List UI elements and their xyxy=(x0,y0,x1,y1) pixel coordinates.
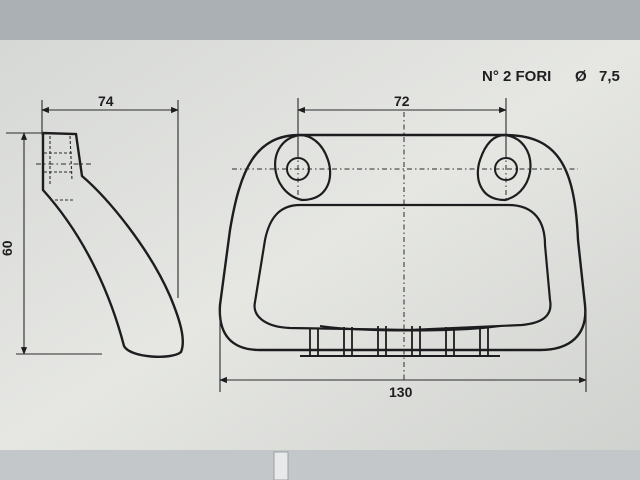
hole-spacing-dimension: 72 xyxy=(394,93,410,109)
side-view: 74 60 xyxy=(0,93,184,358)
holes-note: N° 2 FORI xyxy=(482,68,551,85)
monitor-bottom-bezel xyxy=(0,450,640,480)
hole-diameter-value: 7,5 xyxy=(599,68,620,85)
diameter-icon: Ø xyxy=(575,68,587,85)
overall-width-dimension: 130 xyxy=(389,384,413,400)
side-height-dimension: 60 xyxy=(0,240,15,256)
side-width-dimension: 74 xyxy=(98,93,114,109)
front-view: 72 130 xyxy=(218,93,587,400)
grip-ribs xyxy=(309,326,489,356)
scrollbar-thumb[interactable] xyxy=(273,451,289,480)
monitor-top-bezel xyxy=(0,0,640,44)
